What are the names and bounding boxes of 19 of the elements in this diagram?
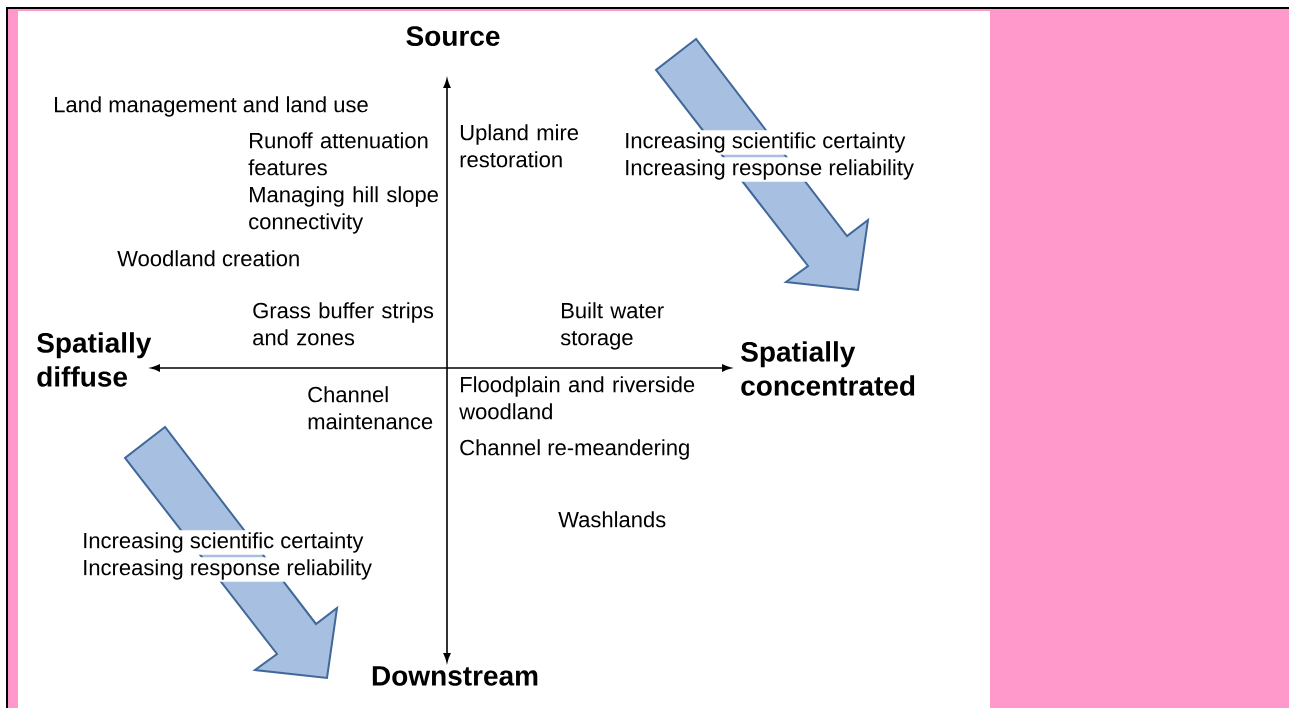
trend-label: Increasing scientific certainty	[80, 530, 366, 555]
axis-title: Downstream	[372, 666, 538, 686]
trend-label: Increasing response reliability	[622, 157, 916, 182]
axis-title: Spatially concentrated	[741, 341, 915, 396]
axis-title: Source	[406, 26, 500, 46]
measure-label: Upland mire restoration	[460, 124, 579, 168]
measure-label: Runoff attenuation features	[248, 132, 428, 176]
trend-label: Increasing response reliability	[80, 557, 374, 582]
measure-label: Land management and land use	[55, 96, 368, 117]
measure-label: Woodland creation	[117, 250, 299, 267]
axis-title: Spatially diffuse	[37, 332, 152, 387]
measure-label: Grass buffer strips and zones	[253, 302, 434, 346]
measure-label: Channel re-meandering	[460, 439, 689, 460]
measure-label: Floodplain and riverside woodland	[459, 376, 695, 420]
measure-label: Built water storage	[560, 302, 664, 350]
trend-label: Increasing scientific certainty	[622, 130, 908, 155]
measure-label: Managing hill slope connectivity	[249, 186, 438, 234]
measure-label: Channel maintenance	[308, 386, 433, 430]
measure-label: Washlands	[558, 511, 666, 528]
